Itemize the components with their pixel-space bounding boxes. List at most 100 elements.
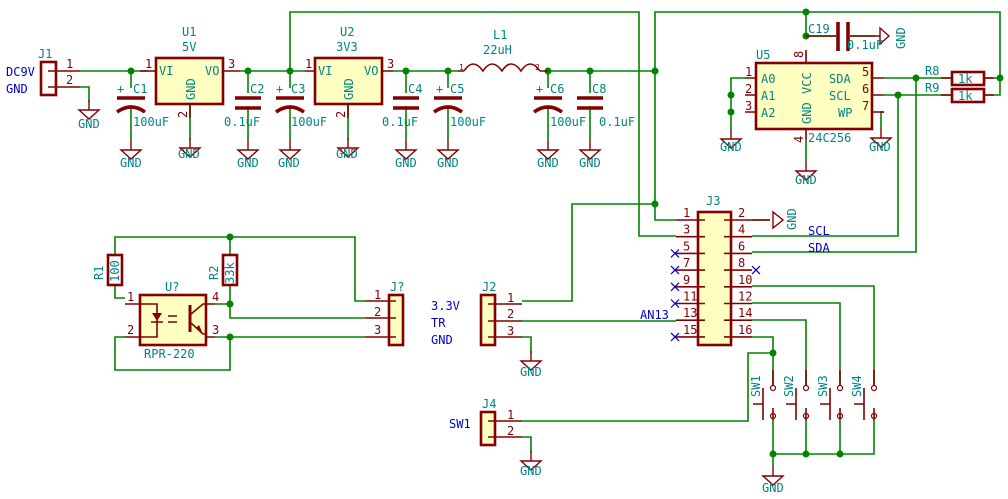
pin-number: 6 — [738, 239, 745, 253]
pin-number: 1 — [127, 290, 134, 304]
pin-number: 8 — [792, 51, 806, 58]
resistor-r9[interactable]: R9 1k — [925, 81, 994, 104]
capacitor-c19[interactable]: C19 0.1uF GND — [806, 22, 908, 52]
capacitor-c4[interactable]: C4 0.1uF — [382, 82, 422, 129]
svg-text:GND: GND — [869, 140, 891, 154]
j2-label-gnd: GND — [431, 333, 453, 347]
net-label-sda: SDA — [808, 241, 830, 255]
pin-number: 3 — [212, 323, 219, 337]
switch-ref: SW4 — [850, 375, 864, 397]
connector-jq[interactable]: J? 1 2 3 — [365, 280, 404, 347]
r9-ref: R9 — [925, 81, 939, 95]
jq-ref: J? — [390, 280, 404, 294]
j4-ref: J4 — [482, 397, 496, 411]
pin-number: 7 — [862, 99, 869, 113]
cap-value: 0.1uF — [382, 115, 418, 129]
j3-ref: J3 — [706, 194, 720, 208]
capacitor-c6[interactable]: + C6 100uF — [532, 82, 586, 129]
capacitor-c2[interactable]: C2 0.1uF — [224, 82, 264, 129]
capacitor-c3[interactable]: + C3 100uF — [274, 82, 327, 129]
j4-label-sw1: SW1 — [449, 417, 471, 431]
pin-number: 16 — [738, 323, 752, 337]
no-connect-icon — [670, 332, 680, 342]
pin-number: 3 — [507, 324, 514, 338]
switch-sw3[interactable]: SW3 — [816, 370, 844, 420]
cap-ref: C3 — [291, 82, 305, 96]
pin-number: 3 — [683, 223, 690, 237]
pin-name: SDA — [829, 72, 851, 86]
pin-number: 2 — [176, 111, 190, 118]
resistor-r1[interactable]: 100 R1 — [92, 253, 124, 287]
net-label-scl: SCL — [808, 224, 830, 238]
pin-number: 1 — [459, 63, 464, 72]
pin-number: 1 — [507, 408, 514, 422]
svg-text:GND: GND — [720, 140, 742, 154]
pin-number: 3 — [745, 99, 752, 113]
u2-value: 3V3 — [336, 40, 358, 54]
regulator-u1[interactable]: U1 5V VI VO GND 1 3 2 — [140, 25, 240, 118]
gnd-label: GND — [894, 27, 908, 49]
svg-text:GND: GND — [520, 464, 542, 478]
cap-value: 100uF — [450, 115, 486, 129]
u5-ref: U5 — [756, 48, 770, 62]
pin-number: 13 — [683, 306, 697, 320]
pin-number: 1 — [745, 65, 752, 79]
u1-ref: U1 — [182, 25, 196, 39]
pin-number: 2 — [507, 424, 514, 438]
capacitor-c5[interactable]: + C5 100uF — [432, 82, 486, 129]
resistor-r2[interactable]: 33k R2 — [207, 253, 239, 287]
switch-ref: SW2 — [782, 375, 796, 397]
svg-text:GND: GND — [520, 365, 542, 379]
pin-name: GND — [342, 78, 356, 100]
switch-sw1[interactable]: SW1 — [749, 370, 777, 420]
pin-name: VO — [205, 64, 219, 78]
plus-sign: + — [536, 82, 543, 96]
pin-number: 3 — [228, 57, 235, 71]
pin-number: 9 — [683, 273, 690, 287]
svg-text:GND: GND — [579, 156, 601, 170]
gnd-symbol: GND — [78, 99, 100, 131]
connector-j4[interactable]: J4 SW1 1 2 — [449, 397, 522, 447]
switch-sw2[interactable]: SW2 — [782, 370, 810, 420]
junctions — [127, 8, 1004, 458]
svg-text:GND: GND — [178, 147, 200, 161]
r1-ref: R1 — [92, 266, 106, 280]
svg-text:GND: GND — [795, 173, 817, 187]
r8-value: 1k — [958, 72, 973, 86]
u-opto-ref: U? — [165, 280, 179, 294]
photoreflector-rpr220[interactable]: U? RPR-220 1 2 4 3 — [125, 280, 219, 361]
regulator-u2[interactable]: U2 3V3 VI VO GND 1 3 2 — [305, 25, 394, 118]
pin-number: 3 — [387, 57, 394, 71]
pin-name: VCC — [800, 72, 814, 94]
gnd-symbols-u5: GND GND GND — [720, 127, 892, 187]
j2-ref: J2 — [482, 280, 496, 294]
no-connect-icon — [670, 282, 680, 292]
u5-value: 24C256 — [808, 131, 851, 145]
connector-j2[interactable]: J2 3.3V TR GND 1 2 3 — [431, 280, 522, 347]
pin-number: 1 — [374, 288, 381, 302]
gnd-label: GND — [785, 208, 799, 230]
pin-number: 4 — [212, 290, 219, 304]
svg-text:GND: GND — [762, 481, 784, 495]
pin-number: 2 — [374, 305, 381, 319]
capacitor-c1[interactable]: + C1 100uF — [115, 82, 169, 129]
cap-value: 100uF — [291, 115, 327, 129]
gnd-symbol: GND — [520, 450, 542, 478]
pin-name: WP — [838, 106, 852, 120]
connector-j1[interactable]: J1 DC9V GND 1 2 — [6, 47, 80, 97]
no-connect-icon — [670, 248, 680, 258]
gnd-symbol: GND — [762, 465, 784, 495]
svg-text:GND: GND — [336, 147, 358, 161]
resistor-r8[interactable]: R8 1k — [925, 64, 994, 87]
svg-text:GND: GND — [78, 117, 100, 131]
pin-number: 3 — [374, 323, 381, 337]
eeprom-u5[interactable]: U5 24C256 A0 A1 A2 1 2 3 SDA SCL WP 5 6 … — [745, 48, 884, 145]
capacitor-c8[interactable]: C8 0.1uF — [577, 82, 635, 129]
inductor-l1[interactable]: L1 22uH 1 2 — [458, 28, 548, 73]
pin-number: 4 — [792, 136, 806, 143]
pin-name: A0 — [761, 72, 775, 86]
switch-sw4[interactable]: SW4 — [850, 370, 878, 420]
pin-name: A1 — [761, 89, 775, 103]
